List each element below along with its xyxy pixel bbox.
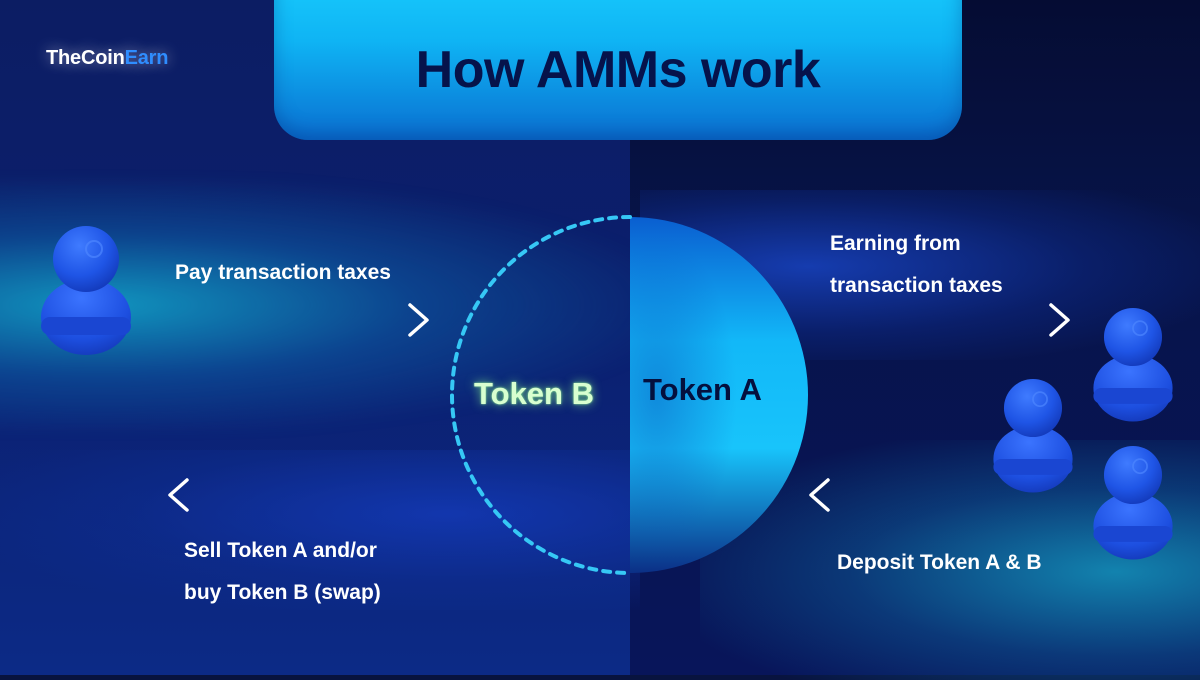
token-b-label: Token B bbox=[474, 376, 594, 411]
earning-arrow bbox=[853, 303, 1070, 337]
token-b-dashed-arc bbox=[450, 215, 632, 575]
pay-taxes-arrow bbox=[233, 303, 429, 337]
token-a-half-circle bbox=[630, 217, 808, 573]
title-panel bbox=[274, 0, 962, 140]
earning-label-line2: transaction taxes bbox=[830, 274, 1003, 297]
swap-label-line1: Sell Token A and/or bbox=[184, 539, 377, 562]
brand-name-accent: Earn bbox=[124, 47, 169, 69]
token-a-label: Token A bbox=[643, 372, 762, 407]
liquidity-provider-user-icon bbox=[992, 378, 1074, 494]
liquidity-provider-user-icon bbox=[1092, 445, 1174, 561]
liquidity-provider-user-icon bbox=[1092, 307, 1174, 423]
deposit-label: Deposit Token A & B bbox=[837, 551, 1042, 574]
earning-label-line1: Earning from bbox=[830, 232, 961, 255]
pay-taxes-label: Pay transaction taxes bbox=[175, 261, 391, 284]
swap-label-line2: buy Token B (swap) bbox=[184, 581, 381, 604]
trader-user-icon bbox=[40, 225, 132, 356]
swap-arrow bbox=[168, 478, 412, 512]
page-title: How AMMs work bbox=[415, 41, 821, 99]
deposit-arrow bbox=[809, 478, 1042, 512]
brand-logo: TheCoinEarn bbox=[46, 47, 168, 70]
brand-name-main: TheCoin bbox=[46, 47, 125, 69]
